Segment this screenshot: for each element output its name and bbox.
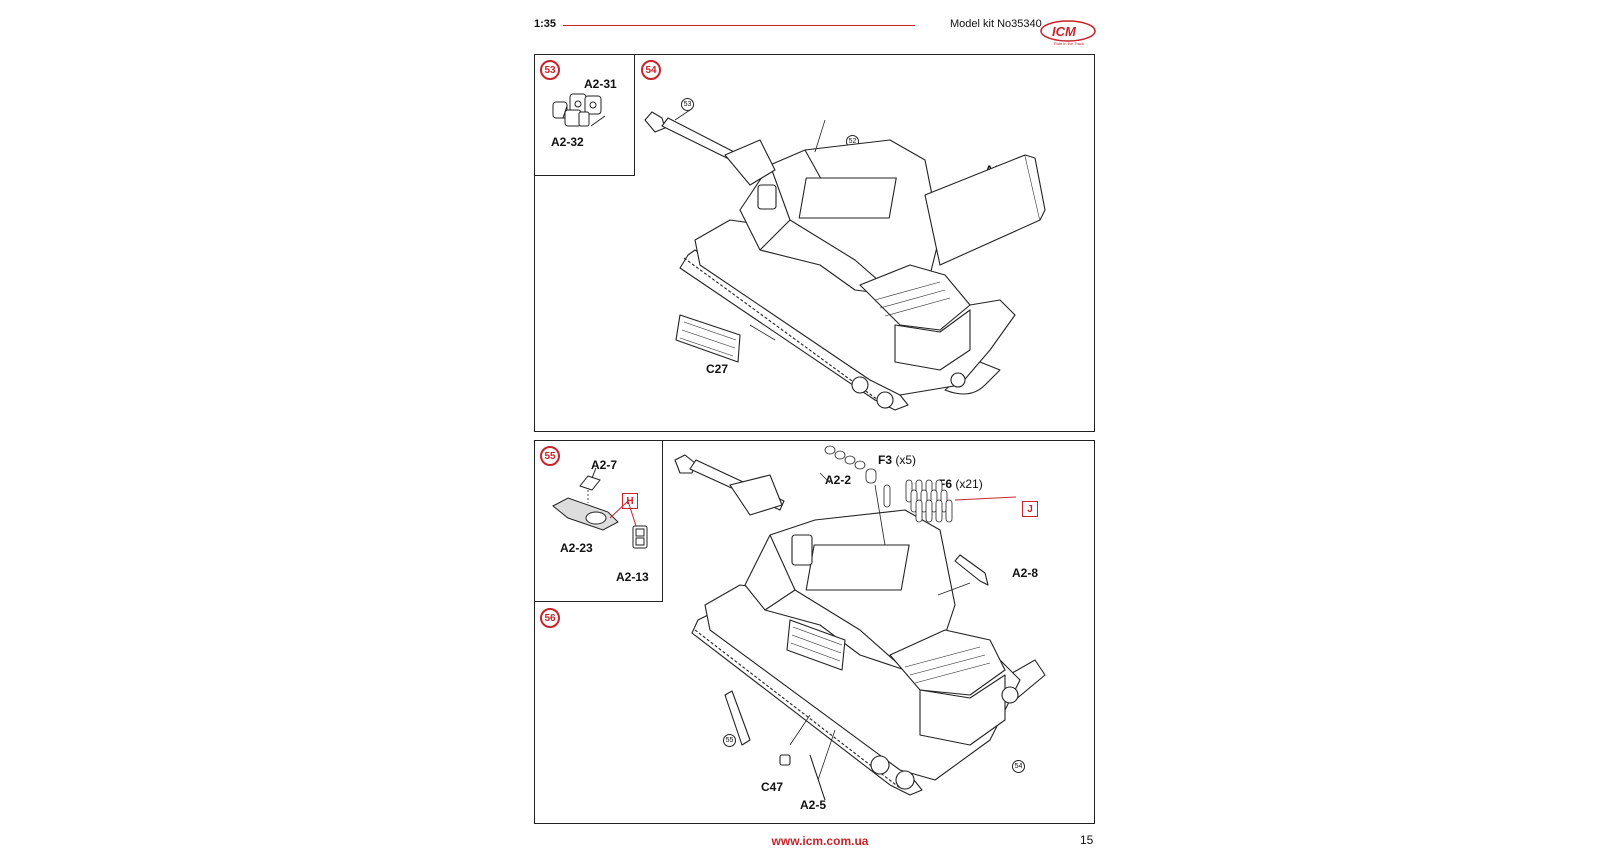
website-url-text: www.icm.com.ua (771, 834, 869, 848)
step-54-badge: 54 (641, 60, 661, 80)
part-a2-8: A2-8 (1012, 566, 1039, 580)
ref-step-53: 53 (681, 98, 694, 111)
website-url: www.icm.com.ua (0, 834, 1620, 848)
step-55-parts-drawing (552, 467, 648, 549)
step-53-parts-drawing (552, 93, 606, 127)
model-number: Model kit No35340 (950, 18, 1042, 30)
part-a2-2: A2-2 (825, 473, 852, 487)
page-number: 15 (1080, 833, 1094, 847)
vehicle-drawing-step-54 (644, 109, 1046, 411)
part-a2-32: A2-32 (551, 135, 584, 149)
part-f3: F3 (x5) (878, 453, 916, 467)
part-c47: C47 (761, 780, 784, 794)
part-c27: C27 (706, 362, 729, 376)
part-f3-qty: (x5) (895, 453, 917, 467)
part-a2-7: A2-7 (591, 458, 618, 472)
step-55-badge: 55 (540, 446, 560, 466)
step-panel-53-54 (534, 54, 1095, 432)
ref-step-55: 55 (723, 734, 736, 747)
part-f6-qty: (x21) (955, 477, 983, 491)
part-a2-23: A2-23 (560, 541, 593, 555)
svg-text:Ride in the Track: Ride in the Track (1054, 41, 1084, 46)
marker-j: J (1022, 501, 1038, 517)
step-53-badge: 53 (540, 60, 560, 80)
part-a2-31: A2-31 (584, 77, 617, 91)
scale-label: 1:35 (534, 18, 557, 30)
vehicle-drawing-step-56 (674, 445, 1046, 801)
ref-step-54-b: 54 (1012, 760, 1025, 773)
part-f3-code: F3 (878, 453, 893, 467)
svg-text:ICM: ICM (1052, 24, 1077, 39)
part-a2-13: A2-13 (616, 570, 649, 584)
header-rule (563, 25, 915, 26)
icm-logo: ICM Ride in the Track (1040, 20, 1096, 46)
step-56-badge: 56 (540, 608, 560, 628)
part-a2-5: A2-5 (800, 798, 827, 812)
